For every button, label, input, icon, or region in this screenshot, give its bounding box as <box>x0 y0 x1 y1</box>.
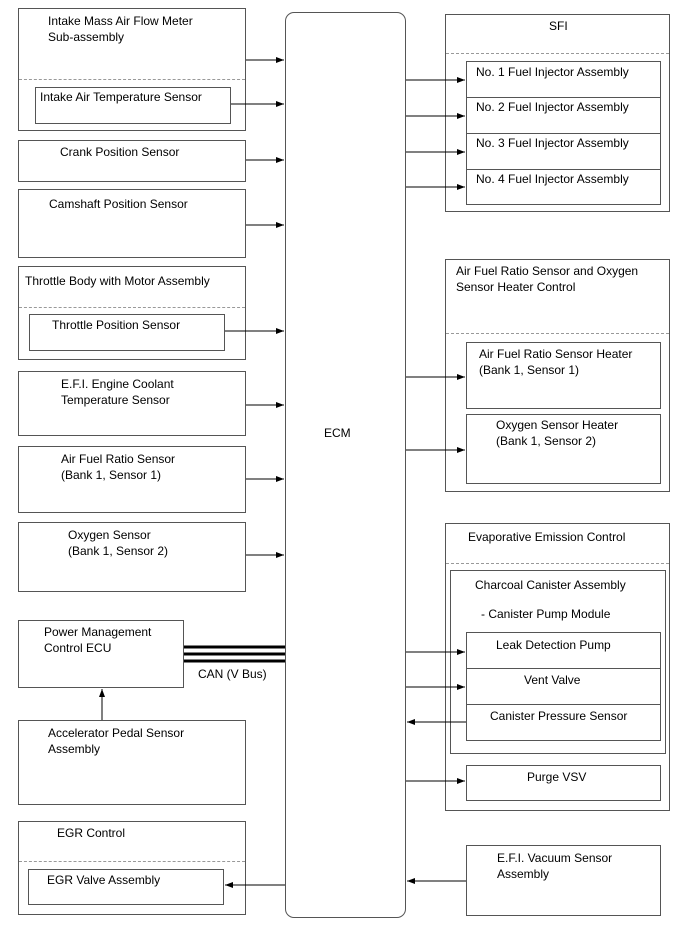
injector-sep-3 <box>466 169 661 170</box>
canister-pressure-label: Canister Pressure Sensor <box>490 709 628 723</box>
ecm-label: ECM <box>324 426 351 440</box>
afs-box <box>18 446 246 513</box>
crank-label: Crank Position Sensor <box>60 145 180 159</box>
injector-2-label: No. 2 Fuel Injector Assembly <box>476 100 629 114</box>
o2-heater-label: Oxygen Sensor Heater (Bank 1, Sensor 2) <box>496 418 619 448</box>
egr-valve-label: EGR Valve Assembly <box>47 873 161 887</box>
pump-sep-1 <box>466 668 661 669</box>
cam-box <box>18 189 246 258</box>
pump-sep-2 <box>466 704 661 705</box>
afr-heater-box <box>466 342 661 409</box>
afs-label: Air Fuel Ratio Sensor (Bank 1, Sensor 1) <box>61 452 176 482</box>
vacuum-box <box>466 845 661 916</box>
iat-label: Intake Air Temperature Sensor <box>40 90 202 104</box>
maf-title: Intake Mass Air Flow Meter Sub-assembly <box>48 14 193 44</box>
vacuum-label: E.F.I. Vacuum Sensor Assembly <box>497 851 613 881</box>
injector-sep-2 <box>466 133 661 134</box>
egr-title: EGR Control <box>57 826 126 840</box>
purge-vsv-label: Purge VSV <box>527 770 587 784</box>
tps-box <box>29 314 225 351</box>
crank-box <box>18 140 246 182</box>
o2-heater-box <box>466 414 661 484</box>
o2-label: Oxygen Sensor (Bank 1, Sensor 2) <box>68 528 169 558</box>
injector-4-label: No. 4 Fuel Injector Assembly <box>476 172 629 186</box>
injector-3-label: No. 3 Fuel Injector Assembly <box>476 136 629 150</box>
evap-divider <box>446 563 669 564</box>
accel-box <box>18 720 246 805</box>
iat-box <box>35 87 231 124</box>
injector-1-label: No. 1 Fuel Injector Assembly <box>476 65 629 79</box>
egr-divider <box>19 861 245 862</box>
maf-divider <box>19 79 245 80</box>
canister-label: Charcoal Canister Assembly <box>475 578 626 592</box>
can-bus <box>184 645 285 663</box>
sfi-divider <box>446 53 669 54</box>
ect-label: E.F.I. Engine Coolant Temperature Sensor <box>61 377 174 407</box>
accel-label: Accelerator Pedal Sensor Assembly <box>48 726 185 756</box>
tps-label: Throttle Position Sensor <box>52 318 181 332</box>
purge-vsv-box <box>466 765 661 801</box>
ecm-block <box>285 12 406 918</box>
egr-valve-box <box>28 869 224 905</box>
o2-box <box>18 522 246 592</box>
vent-valve-label: Vent Valve <box>524 673 581 687</box>
throttle-title: Throttle Body with Motor Assembly <box>25 274 210 288</box>
evap-title: Evaporative Emission Control <box>468 530 626 544</box>
can-label: CAN (V Bus) <box>198 667 267 681</box>
afr-heater-label: Air Fuel Ratio Sensor Heater (Bank 1, Se… <box>479 347 633 377</box>
sfi-title: SFI <box>549 19 568 33</box>
leak-pump-label: Leak Detection Pump <box>496 638 611 652</box>
throttle-divider <box>19 307 245 308</box>
cam-label: Camshaft Position Sensor <box>49 197 188 211</box>
pm-ecu-box <box>18 620 184 688</box>
pump-module-label: - Canister Pump Module <box>481 607 611 621</box>
afr-divider <box>446 333 669 334</box>
injector-sep-1 <box>466 97 661 98</box>
afr-title: Air Fuel Ratio Sensor and Oxygen Sensor … <box>456 264 639 294</box>
pump-module-stack <box>466 632 661 741</box>
pm-ecu-label: Power Management Control ECU <box>44 625 152 655</box>
ect-box <box>18 371 246 436</box>
